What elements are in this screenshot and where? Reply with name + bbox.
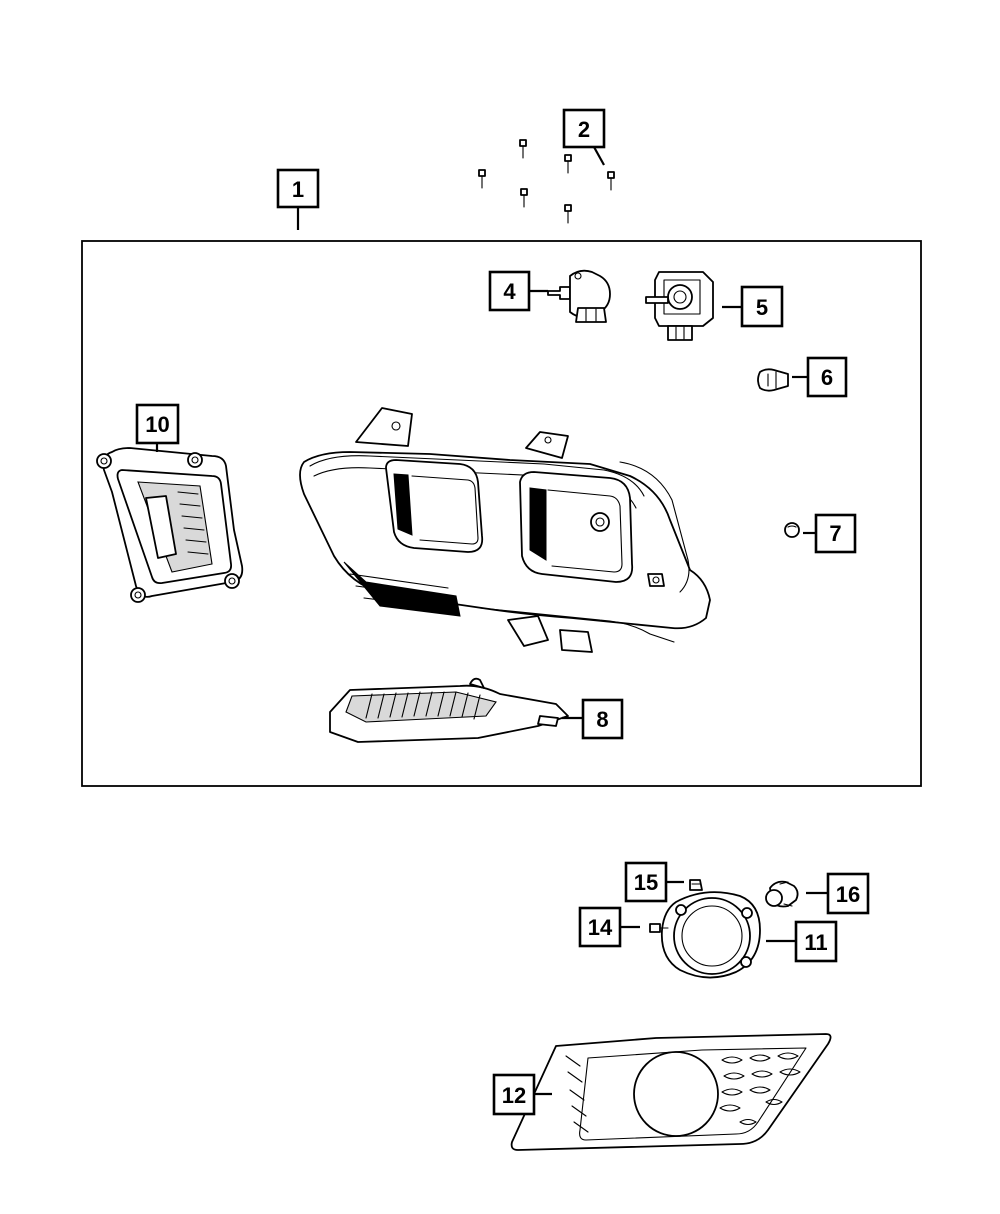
callout-label: 6 [821,365,833,390]
wedge-bulb[interactable] [757,368,789,392]
callout-8[interactable]: 8 [581,698,624,740]
lower-air-guide[interactable] [329,677,569,743]
hid-ballast-module[interactable] [96,447,244,603]
callout-label: 5 [756,295,768,320]
clip-nut[interactable] [689,879,703,891]
callout-label: 1 [292,177,304,202]
callout-label: 12 [502,1083,526,1108]
callout-12[interactable]: 12 [492,1073,536,1116]
screw-set[interactable] [478,139,615,224]
fog-bulb[interactable] [765,880,799,908]
callout-1[interactable]: 1 [276,168,320,209]
fog-lamp[interactable] [660,891,761,979]
callout-11[interactable]: 11 [794,920,838,963]
callout-6[interactable]: 6 [806,356,848,398]
callout-label: 8 [596,707,608,732]
halogen-bulb[interactable] [547,269,611,323]
callout-5[interactable]: 5 [740,285,784,328]
fog-lamp-screw[interactable] [649,923,669,933]
headlamp-housing[interactable] [299,407,711,653]
leader-2 [593,146,605,166]
callout-label: 15 [634,870,658,895]
callout-7[interactable]: 7 [814,513,857,554]
screw [520,188,528,208]
callout-label: 14 [588,915,613,940]
callout-2[interactable]: 2 [562,108,606,149]
callout-label: 10 [145,412,169,437]
callout-label: 4 [503,279,516,304]
small-bulb[interactable] [784,522,800,538]
callout-15[interactable]: 15 [624,861,668,903]
fog-lamp-bezel[interactable] [510,1033,832,1151]
screw [564,204,572,224]
callout-label: 7 [829,521,841,546]
callout-14[interactable]: 14 [578,906,622,948]
screw [519,139,527,159]
callout-label: 11 [804,930,827,955]
screw [607,171,615,191]
callout-16[interactable]: 16 [826,872,870,915]
callout-10[interactable]: 10 [135,403,180,445]
callout-label: 16 [836,882,860,907]
leader-lines [155,146,828,1096]
callout-4[interactable]: 4 [488,270,531,312]
hid-bulb[interactable] [645,271,714,341]
screw [478,169,486,189]
screw [564,154,572,174]
callout-label: 2 [578,117,590,142]
headlamp-assembly-frame [81,240,922,787]
